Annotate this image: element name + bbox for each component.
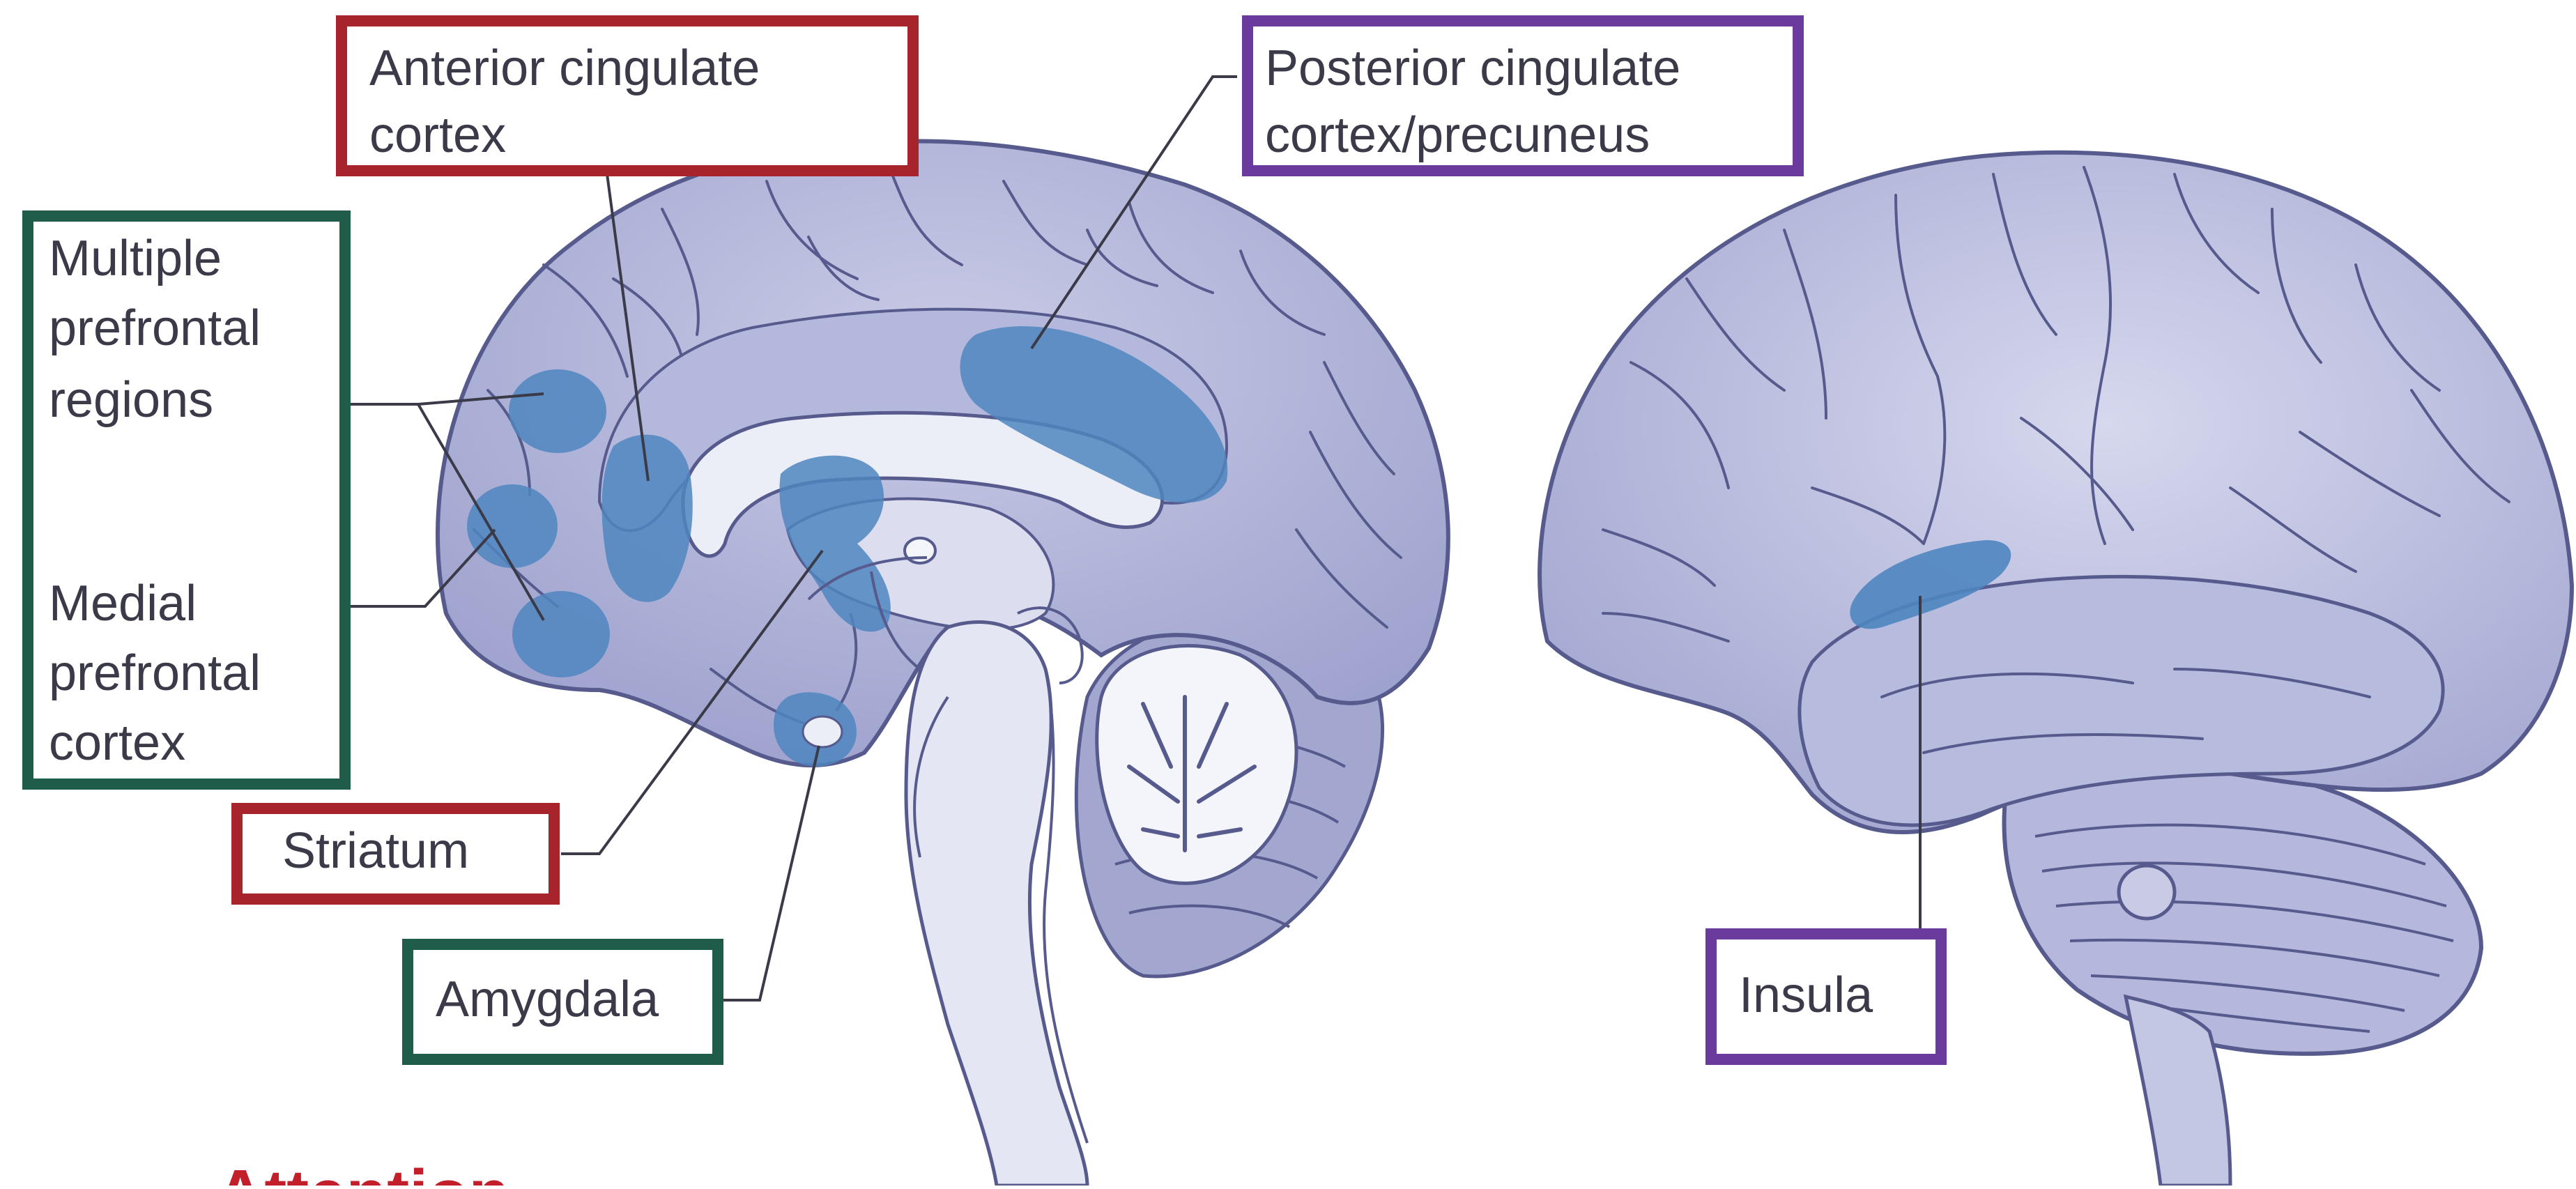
leader-amygdala (721, 746, 819, 1000)
lateral-cerebellum-hub (2119, 866, 2175, 919)
label-medial-prefrontal-3: cortex (49, 715, 185, 771)
label-attention-fragment: Attention (216, 1156, 509, 1186)
label-posterior-cingulate-2: cortex/precuneus (1265, 107, 1650, 163)
label-insula: Insula (1739, 967, 1873, 1023)
label-medial-prefrontal-1: Medial (49, 576, 197, 631)
label-posterior-cingulate-1: Posterior cingulate (1265, 40, 1680, 96)
label-anterior-cingulate-2: cortex (369, 107, 506, 163)
lateral-brain-view (1540, 153, 2572, 1186)
lateral-cerebellum (2004, 761, 2481, 1054)
label-amygdala: Amygdala (436, 972, 659, 1027)
label-multiple-prefrontal-2: prefrontal (49, 300, 261, 356)
region-prefrontal-middle (467, 484, 558, 568)
amygdala-inner (803, 716, 842, 747)
label-striatum: Striatum (282, 823, 469, 879)
label-multiple-prefrontal-1: Multiple (49, 231, 222, 286)
label-medial-prefrontal-2: prefrontal (49, 645, 261, 701)
brainstem (906, 622, 1087, 1186)
region-prefrontal-upper (509, 369, 606, 453)
region-prefrontal-lower (512, 591, 610, 677)
label-multiple-prefrontal-3: regions (49, 372, 213, 428)
label-anterior-cingulate-1: Anterior cingulate (369, 40, 760, 96)
